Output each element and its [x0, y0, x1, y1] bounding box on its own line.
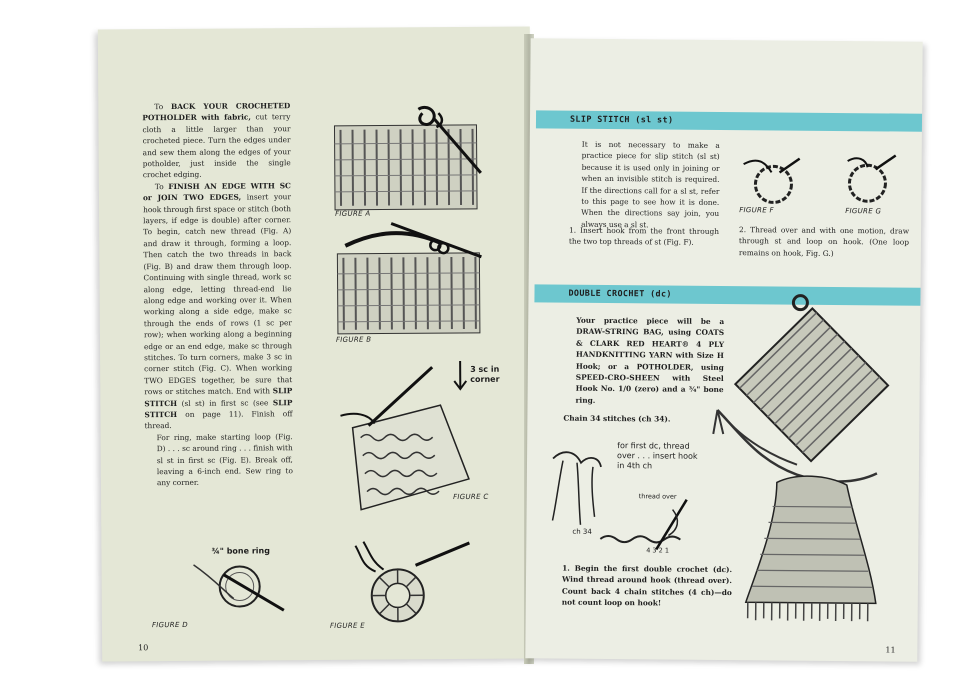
figure-b-label: FIGURE B: [335, 335, 372, 344]
drawstring-bag-illustration: [712, 409, 878, 622]
note-bone-ring: ¾" bone ring: [211, 546, 270, 556]
dc-paragraph: Your practice piece will be a DRAW-STRIN…: [564, 315, 725, 408]
slip-step-2: 2. Thread over and with one motion, draw…: [738, 225, 910, 258]
p-finish-rest: insert your hook through first space or …: [143, 192, 293, 397]
page-number-right: 11: [885, 645, 896, 655]
p-finish-mid: (sl st) in first sc (see: [177, 397, 273, 408]
figure-f-label: FIGURE F: [739, 206, 774, 215]
dc-para-text: Your practice piece will be a DRAW-STRIN…: [575, 315, 725, 405]
figure-g-illustration: [847, 154, 897, 203]
note-first-dc: for first dc, thread over . . . insert h…: [616, 441, 698, 471]
p-back-rest: cut terry cloth a little larger than you…: [142, 112, 291, 180]
double-crochet-diagram: [551, 451, 688, 551]
slip-step-1: 1. Insert hook from the front through th…: [568, 225, 720, 248]
figure-d-label: FIGURE D: [151, 620, 188, 630]
note-thread-over: thread over: [638, 492, 677, 501]
right-page: SLIP STITCH (sl st) It is not necessary …: [525, 38, 923, 662]
figure-c-label: FIGURE C: [453, 492, 489, 502]
double-crochet-heading: DOUBLE CROCHET (dc): [568, 287, 672, 299]
note-3sc-line2: corner: [470, 374, 500, 384]
page-number-left: 10: [138, 643, 149, 653]
figure-c-illustration: [340, 360, 470, 511]
note-ch34: ch 34: [572, 527, 592, 536]
note-count: 4 3 2 1: [646, 546, 670, 555]
figure-e-label: FIGURE E: [329, 621, 365, 630]
dc-step-1: 1. Begin the first double crochet (dc). …: [561, 563, 733, 608]
note-3sc-line1: 3 sc in: [470, 364, 500, 374]
figure-a-illustration: [333, 105, 482, 211]
p-ring: For ring, make starting loop (Fig. D) . …: [156, 431, 293, 488]
figure-b-illustration: [336, 222, 482, 335]
slip-para-text: It is not necessary to make a practice p…: [581, 139, 720, 230]
figure-d-illustration: [193, 564, 285, 612]
p-back-intro: To: [154, 102, 172, 112]
slip-stitch-banner: SLIP STITCH (sl st): [535, 110, 923, 132]
chain-line: Chain 34 stitches (ch 34).: [563, 413, 671, 424]
figure-a-label: FIGURE A: [335, 209, 371, 218]
left-page: To BACK YOUR CROCHETED POTHOLDER with fa…: [97, 26, 535, 662]
figure-f-illustration: [743, 157, 801, 204]
text-back-potholder: To BACK YOUR CROCHETED POTHOLDER with fa…: [142, 100, 293, 489]
potholder-illustration: [733, 294, 890, 463]
figure-g-label: FIGURE G: [845, 207, 882, 216]
figure-e-illustration: [354, 541, 470, 623]
p-finish-intro: To: [154, 181, 169, 191]
slip-stitch-heading: SLIP STITCH (sl st): [569, 113, 674, 125]
slip-stitch-paragraph: It is not necessary to make a practice p…: [569, 139, 720, 232]
